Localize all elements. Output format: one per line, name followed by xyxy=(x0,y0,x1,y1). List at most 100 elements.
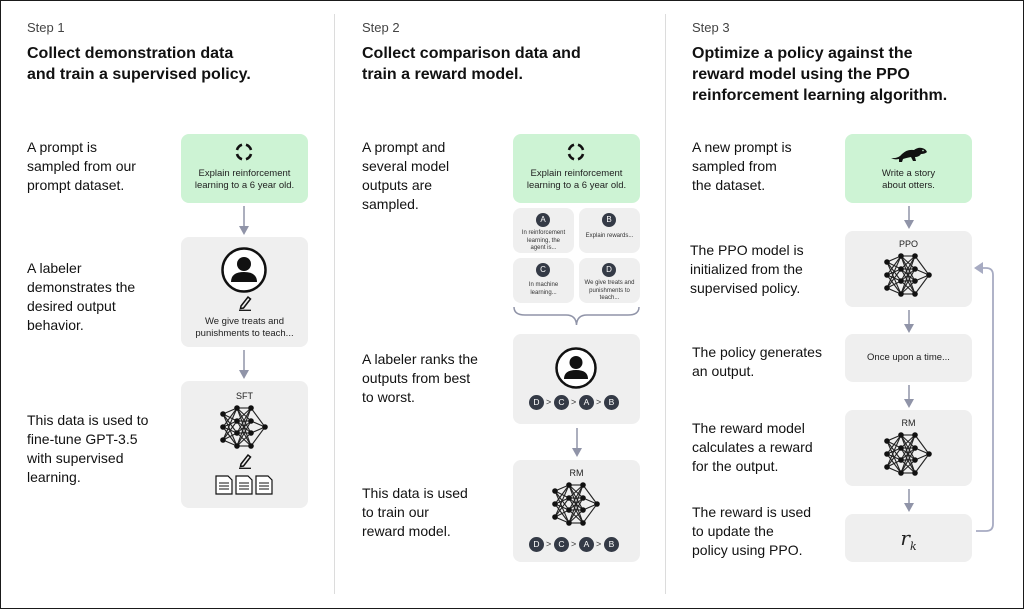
title-line: reward model using the PPO xyxy=(692,66,910,83)
desc-line: outputs from best xyxy=(362,370,471,386)
desc-line: outputs are xyxy=(362,177,433,193)
desc-line: sampled. xyxy=(362,196,419,212)
step1-desc-finetune: This data is used to fine-tune GPT-3.5 w… xyxy=(27,411,148,487)
output-line: learning, the xyxy=(526,237,561,244)
step3-desc-prompt: A new prompt is sampled from the dataset… xyxy=(692,138,792,195)
person-icon xyxy=(221,247,267,293)
reward-r: r xyxy=(900,526,910,550)
neural-network-icon xyxy=(884,253,932,297)
reward-subscript: k xyxy=(909,540,917,553)
arrow-down-icon xyxy=(904,489,914,512)
output-letter-badge: A xyxy=(536,213,550,227)
desc-line: sampled from our xyxy=(27,158,136,174)
desc-line: A labeler xyxy=(27,260,82,276)
output-line: learning... xyxy=(530,289,557,296)
output-line: punishments to xyxy=(589,287,630,294)
desc-line: A prompt and xyxy=(362,139,446,155)
column-divider xyxy=(665,14,666,594)
cycle-icon xyxy=(567,143,585,161)
output-text: Explain rewards... xyxy=(579,233,640,241)
step1-labeler-box: We give treats and punishments to teach.… xyxy=(181,237,308,347)
document-icon xyxy=(215,475,273,495)
desc-line: This data is used to xyxy=(27,412,149,428)
desc-line: The PPO model is xyxy=(690,242,804,258)
prompt-text: Explain reinforcement learning to a 6 ye… xyxy=(181,168,308,192)
output-box-a: A In reinforcement learning, the agent i… xyxy=(513,208,574,253)
step2-label: Step 2 xyxy=(362,20,400,35)
demo-line: punishments to teach... xyxy=(195,328,294,339)
step3-prompt-box: Write a story about otters. xyxy=(845,134,972,203)
prompt-line: Explain reinforcement xyxy=(530,168,623,179)
rank-separator: > xyxy=(546,539,552,549)
output-box-d: D We give treats and punishments to teac… xyxy=(579,258,640,303)
desc-line: A labeler ranks the xyxy=(362,351,478,367)
desc-line: with supervised xyxy=(27,450,124,466)
rank-badge: D xyxy=(529,537,544,552)
pencil-icon xyxy=(239,295,252,311)
step2-title: Collect comparison data and train a rewa… xyxy=(362,43,581,85)
step2-prompt-box: Explain reinforcement learning to a 6 ye… xyxy=(513,134,640,203)
output-line: We give treats and xyxy=(584,280,635,286)
step1-prompt-box: Explain reinforcement learning to a 6 ye… xyxy=(181,134,308,203)
step3-rm-box: RM xyxy=(845,410,972,486)
title-line: Optimize a policy against the xyxy=(692,45,913,62)
prompt-line: Write a story xyxy=(881,168,936,179)
output-line: In reinforcement xyxy=(521,230,566,236)
prompt-text: Explain reinforcement learning to a 6 ye… xyxy=(513,168,640,192)
desc-line: reward model. xyxy=(362,523,451,539)
step3-output-box: Once upon a time... xyxy=(845,334,972,382)
pencil-icon xyxy=(239,453,252,469)
loop-arrow-icon xyxy=(974,262,994,532)
desc-line: demonstrates the xyxy=(27,279,136,295)
desc-line: The policy generates xyxy=(692,344,822,360)
output-text: In reinforcement learning, the agent is.… xyxy=(513,230,574,253)
rank-badge: B xyxy=(604,395,619,410)
output-text: In machine learning... xyxy=(513,282,574,297)
step1-label: Step 1 xyxy=(27,20,65,35)
step3-label: Step 3 xyxy=(692,20,730,35)
output-text: Once upon a time... xyxy=(867,352,950,363)
desc-line: policy using PPO. xyxy=(692,542,803,558)
reward-symbol: rk xyxy=(845,526,972,553)
desc-line: The reward model xyxy=(692,420,805,436)
prompt-text: Write a story about otters. xyxy=(845,168,972,192)
step2-ranking-box: D > C > A > B xyxy=(513,334,640,424)
desc-line: fine-tune GPT-3.5 xyxy=(27,431,138,447)
output-line: teach... xyxy=(599,295,620,301)
step2-desc-sampled: A prompt and several model outputs are s… xyxy=(362,138,449,214)
sft-label: SFT xyxy=(236,391,253,401)
output-letter-badge: C xyxy=(536,263,550,277)
output-line: In machine xyxy=(528,282,559,288)
step3-desc-ppo: The PPO model is initialized from the su… xyxy=(690,241,804,298)
rm-label: RM xyxy=(901,418,916,428)
prompt-line: Explain reinforcement xyxy=(198,168,291,179)
output-box-b: B Explain rewards... xyxy=(579,208,640,253)
arrow-down-icon xyxy=(239,350,249,379)
column-divider xyxy=(334,14,335,594)
output-line: Explain rewards... xyxy=(585,233,634,239)
rank-badge: A xyxy=(579,395,594,410)
desc-line: the dataset. xyxy=(692,177,766,193)
desc-line: several model xyxy=(362,158,450,174)
output-letter-badge: D xyxy=(602,263,616,277)
arrow-down-icon xyxy=(572,428,582,457)
step1-sft-box: SFT xyxy=(181,381,308,508)
arrow-down-icon xyxy=(904,310,914,333)
demo-text: We give treats and punishments to teach.… xyxy=(181,316,308,340)
arrow-down-icon xyxy=(904,385,914,408)
desc-line: A new prompt is xyxy=(692,139,792,155)
step3-ppo-box: PPO xyxy=(845,231,972,307)
neural-network-icon xyxy=(220,405,268,449)
desc-line: initialized from the xyxy=(690,261,803,277)
rank-badge: A xyxy=(579,537,594,552)
desc-line: This data is used xyxy=(362,485,468,501)
rank-badge: B xyxy=(604,537,619,552)
step2-rm-box: RM D > C > A > B xyxy=(513,460,640,562)
rank-separator: > xyxy=(596,397,602,407)
desc-line: prompt dataset. xyxy=(27,177,125,193)
output-letter-badge: B xyxy=(602,213,616,227)
step1-title: Collect demonstration data and train a s… xyxy=(27,43,251,85)
arrow-down-icon xyxy=(239,206,249,235)
rank-separator: > xyxy=(596,539,602,549)
output-box-c: C In machine learning... xyxy=(513,258,574,303)
